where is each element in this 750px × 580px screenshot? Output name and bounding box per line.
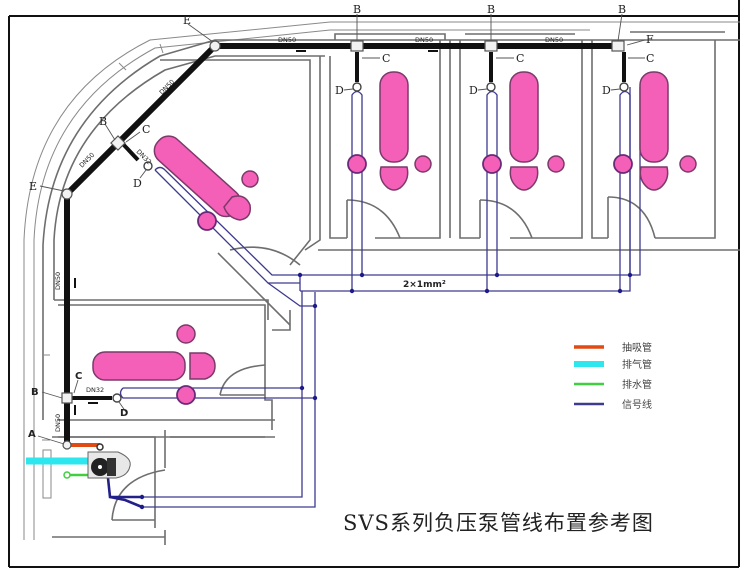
label-b: B xyxy=(618,3,626,16)
signal-lines xyxy=(106,87,641,510)
fitting-b-room1 xyxy=(350,40,364,52)
chair-seat xyxy=(639,166,669,191)
pipe-size-label: DN50 xyxy=(415,36,433,44)
label-b: B xyxy=(31,387,39,398)
building-walls xyxy=(23,21,740,545)
valve-d-diagonal xyxy=(143,161,153,171)
instrument-tray xyxy=(547,155,565,173)
label-d: D xyxy=(133,177,142,190)
label-a: A xyxy=(28,429,36,440)
fixtures xyxy=(92,71,697,405)
fitting-b-room3 xyxy=(611,40,625,52)
flow-arrows xyxy=(74,50,438,415)
label-c: C xyxy=(646,52,654,65)
instrument-tray xyxy=(176,324,196,344)
signal-node xyxy=(484,288,490,294)
flow-arrow-icon xyxy=(296,50,306,52)
legend-label-exhaust: 排气管 xyxy=(622,358,652,371)
signal-node xyxy=(299,385,305,391)
pipe-size-label: DN50 xyxy=(278,36,296,44)
fitting-b-lower xyxy=(61,392,73,404)
cable-spec-label: 2×1mm² xyxy=(403,280,446,290)
pipe-size-label: DN50 xyxy=(545,36,563,44)
label-b: B xyxy=(99,115,107,128)
valve-d-room1 xyxy=(352,82,362,92)
signal-node xyxy=(349,288,355,294)
legend-label-signal: 信号线 xyxy=(622,398,652,411)
flow-arrow-icon xyxy=(74,405,76,415)
label-c: C xyxy=(75,371,82,382)
dental-chair xyxy=(639,71,669,163)
dental-chair xyxy=(509,71,539,163)
signal-node xyxy=(312,395,318,401)
chair-seat xyxy=(379,166,409,191)
label-b: B xyxy=(353,3,361,16)
signal-node xyxy=(359,272,365,278)
instrument-tray xyxy=(414,155,432,173)
pipe-size-label: DN50 xyxy=(54,272,62,290)
legend: 抽吸管 排气管 排水管 信号线 xyxy=(574,341,652,411)
vacuum-pump-unit xyxy=(87,443,131,479)
signal-node xyxy=(139,504,145,510)
label-b: B xyxy=(487,3,495,16)
fittings xyxy=(61,40,629,450)
valve-d-room2 xyxy=(486,82,496,92)
flow-arrow-icon xyxy=(74,278,76,288)
label-d: D xyxy=(120,408,128,419)
label-c: C xyxy=(382,52,390,65)
drawing-frame xyxy=(8,0,740,568)
pipe-size-label: DN50 xyxy=(54,414,62,432)
fitting-e-left xyxy=(61,188,73,200)
label-c: C xyxy=(516,52,524,65)
legend-label-suction: 抽吸管 xyxy=(622,341,652,354)
main-vacuum-pipe xyxy=(64,43,626,445)
instrument-tray xyxy=(679,155,697,173)
fitting-a xyxy=(62,440,72,450)
fitting-b-room2 xyxy=(484,40,498,52)
label-d: D xyxy=(602,84,611,97)
diagram-title: SVS系列负压泵管线布置参考图 xyxy=(343,511,654,535)
instrument-tray xyxy=(241,170,259,188)
pipe-size-label: DN32 xyxy=(86,386,104,394)
spittoon xyxy=(197,211,217,231)
flow-arrow-icon xyxy=(166,82,176,92)
drain-outlet xyxy=(63,471,71,479)
pump-connection-pipes xyxy=(26,443,100,479)
chair-seat xyxy=(189,352,216,380)
flow-arrow-icon xyxy=(428,50,438,52)
label-f: F xyxy=(646,33,654,46)
spittoon xyxy=(176,385,196,405)
chair-seat xyxy=(509,166,539,191)
signal-node xyxy=(139,494,145,500)
label-e: E xyxy=(29,180,37,193)
dental-chair xyxy=(92,351,186,381)
branch-pipe-diagonal xyxy=(120,141,140,162)
signal-node xyxy=(494,272,500,278)
chair-seat xyxy=(223,195,252,221)
spittoon xyxy=(613,154,633,174)
callouts: A B C D E B C D E B C D B C xyxy=(28,3,654,445)
flow-arrow-icon xyxy=(88,402,98,404)
label-e: E xyxy=(183,14,191,27)
signal-node xyxy=(627,272,633,278)
label-c: C xyxy=(142,123,150,136)
signal-node xyxy=(297,272,303,278)
label-d: D xyxy=(469,84,478,97)
spittoon xyxy=(482,154,502,174)
legend-label-drain: 排水管 xyxy=(622,378,652,391)
valve-d-room3 xyxy=(619,82,629,92)
signal-node xyxy=(312,303,318,309)
dental-chair xyxy=(379,71,409,163)
spittoon xyxy=(347,154,367,174)
label-d: D xyxy=(335,84,344,97)
signal-node xyxy=(617,288,623,294)
valve-d-lower xyxy=(112,393,122,403)
fitting-e-top xyxy=(209,40,221,52)
